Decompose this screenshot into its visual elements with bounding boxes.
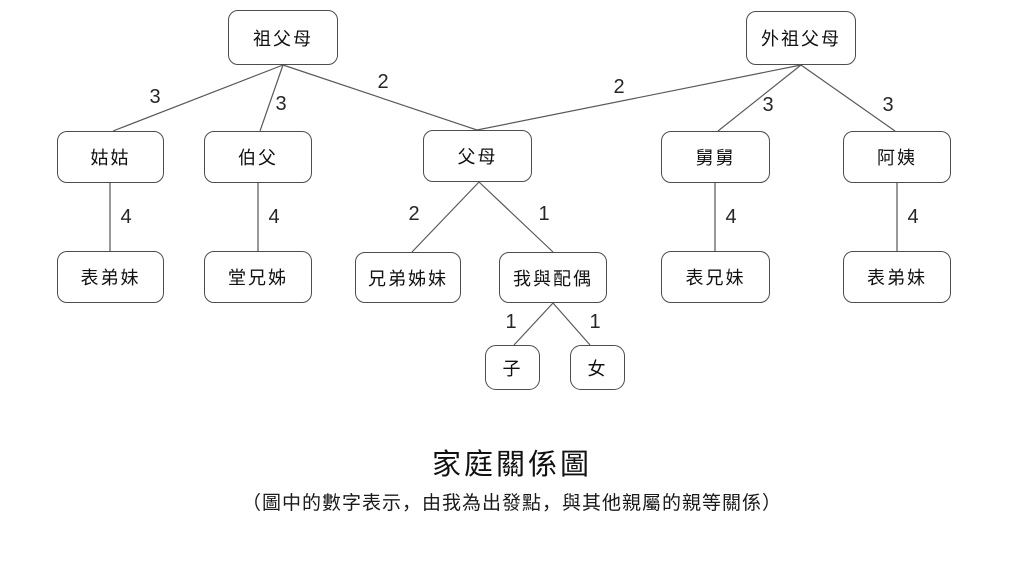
degree-label: 4 (725, 206, 737, 228)
node-son: 子 (485, 345, 540, 390)
node-maternal-aunt: 阿姨 (843, 131, 951, 183)
degree-label: 3 (149, 86, 161, 108)
node-siblings: 兄弟姊妹 (355, 252, 461, 303)
degree-label: 1 (589, 311, 601, 333)
node-maternal-uncle-cousins: 表兄妹 (661, 251, 770, 303)
degree-label: 2 (613, 76, 625, 98)
node-paternal-uncle: 伯父 (204, 131, 312, 183)
edge-parents-me-spouse (478, 181, 554, 253)
edge-maternal-grandparents-parents (476, 64, 802, 131)
node-paternal-aunt-cousins: 表弟妹 (57, 251, 164, 303)
node-paternal-aunt: 姑姑 (57, 131, 164, 183)
node-parents: 父母 (423, 130, 532, 182)
diagram-title: 家庭關係圖 (431, 447, 592, 481)
edge-maternal-grandparents-uncle (717, 64, 802, 132)
node-paternal-grandparents: 祖父母 (228, 10, 338, 65)
degree-label: 1 (538, 203, 550, 225)
diagram-subtitle: （圖中的數字表示，由我為出發點，與其他親屬的親等關係） (241, 492, 782, 514)
degree-label: 2 (408, 203, 420, 225)
node-maternal-grandparents: 外祖父母 (746, 11, 856, 65)
degree-label: 4 (120, 206, 132, 228)
edge-grandparents-uncle-paternal (259, 64, 284, 132)
edge-parents-siblings (411, 181, 480, 253)
node-me-and-spouse: 我與配偶 (499, 252, 607, 303)
edge-grandparents-parents (282, 64, 478, 131)
degree-label: 1 (505, 311, 517, 333)
degree-label: 2 (377, 71, 389, 93)
edge-grandparents-aunt-paternal (112, 64, 284, 132)
node-maternal-uncle: 舅舅 (661, 131, 770, 183)
node-maternal-aunt-cousins: 表弟妹 (843, 251, 951, 303)
edge-maternal-grandparents-aunt (800, 64, 896, 132)
degree-label: 4 (907, 206, 919, 228)
degree-label: 3 (882, 94, 894, 116)
edge-me-spouse-son (513, 302, 554, 346)
degree-label: 3 (275, 93, 287, 115)
degree-label: 4 (268, 206, 280, 228)
node-paternal-uncle-cousins: 堂兄姊 (204, 251, 312, 303)
node-daughter: 女 (570, 345, 625, 390)
degree-label: 3 (762, 94, 774, 116)
edge-me-spouse-daughter (552, 302, 591, 346)
